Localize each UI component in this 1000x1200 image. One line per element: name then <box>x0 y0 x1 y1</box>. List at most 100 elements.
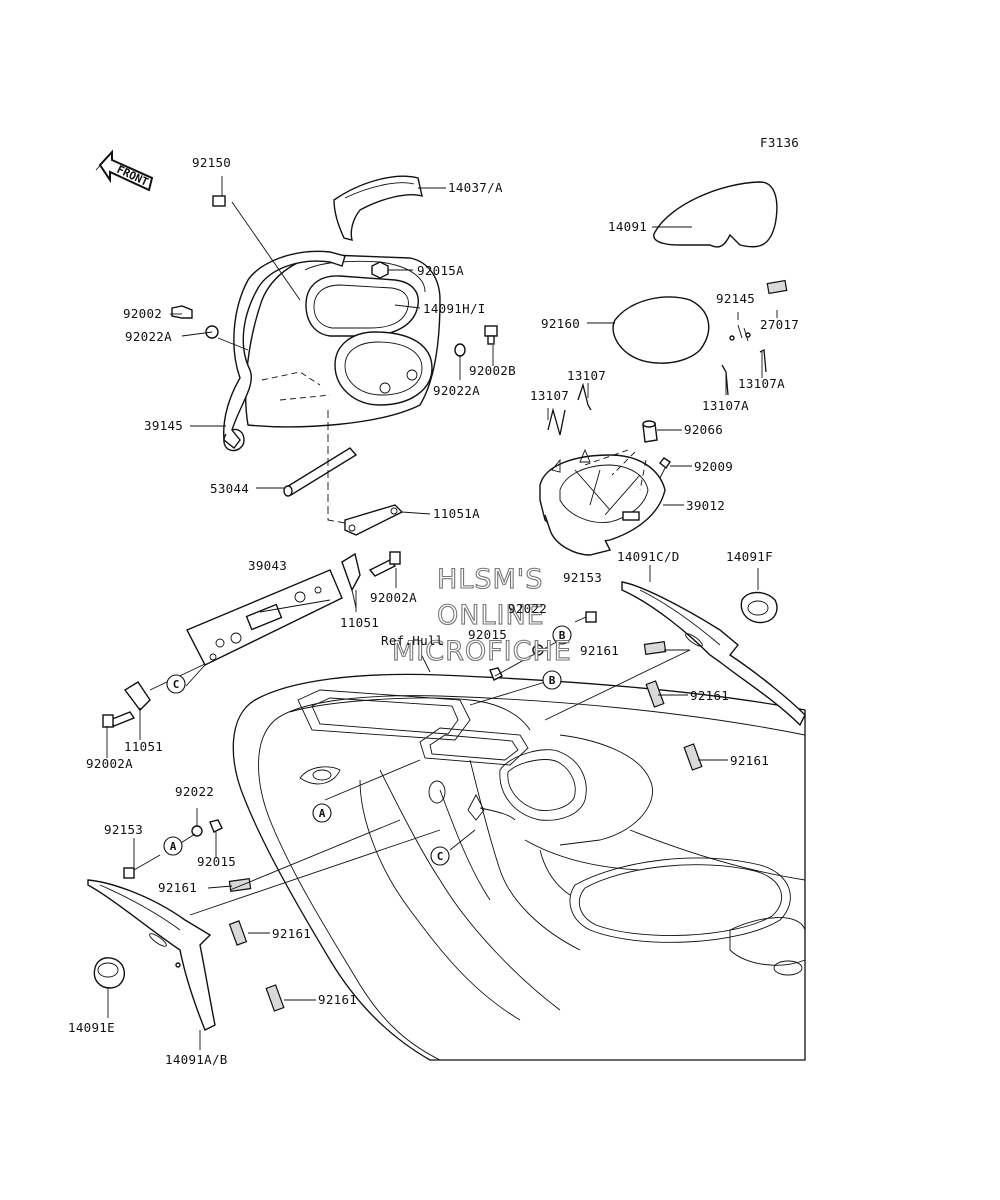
part-label: 39012 <box>686 498 725 513</box>
callout-c-hull: C <box>430 846 450 866</box>
part-label: 14091C/D <box>617 549 680 564</box>
side-panel-14091ab <box>87 879 216 1031</box>
callout-b-lower: B <box>542 670 562 690</box>
panel-39043 <box>186 569 343 666</box>
part-label: 92145 <box>716 291 755 306</box>
part-label: 13107 <box>530 388 569 403</box>
svg-text:C: C <box>173 678 180 691</box>
part-label: 92022A <box>433 383 480 398</box>
plate-11051-lower <box>123 681 151 712</box>
ref-hull-label: Ref.Hull <box>381 633 444 648</box>
part-label: 92161 <box>730 753 769 768</box>
bolt-92002b <box>484 325 498 345</box>
callout-a-lower: A <box>163 836 183 856</box>
plate-11051-upper <box>341 552 361 609</box>
part-label: 27017 <box>760 317 799 332</box>
part-label: 39043 <box>248 558 287 573</box>
svg-text:HLSM'S: HLSM'S <box>437 564 543 595</box>
cover-pad-14091 <box>653 181 778 248</box>
bolt-92150 <box>212 195 226 207</box>
svg-text:A: A <box>170 840 177 853</box>
bolt-92002 <box>171 305 193 319</box>
part-label: 11051A <box>433 506 480 521</box>
trim-39145 <box>222 250 346 452</box>
label-92161-right-2 <box>645 680 665 708</box>
screw-92009 <box>659 457 671 479</box>
clip-13107a-b <box>759 348 767 373</box>
front-label: FRONT <box>115 163 151 189</box>
part-label: 11051 <box>124 739 163 754</box>
part-label: 92066 <box>684 422 723 437</box>
label-92161-left-3 <box>265 984 285 1012</box>
part-label: 53044 <box>210 481 249 496</box>
part-label: 92015A <box>417 263 464 278</box>
clip-13107a-a <box>721 364 729 396</box>
callout-a-upper: A <box>312 803 332 823</box>
callout-b-upper: B <box>552 625 572 645</box>
washer-92022a-right <box>454 343 466 357</box>
part-label: 92002B <box>469 363 516 378</box>
pad-92160 <box>612 296 710 364</box>
grommet-14091f <box>740 591 778 624</box>
label-92161-left-1 <box>228 877 252 893</box>
part-label: 92160 <box>541 316 580 331</box>
bracket-11051a <box>344 504 404 536</box>
part-label: 92022A <box>125 329 172 344</box>
label-92161-right-3 <box>683 743 703 771</box>
svg-text:MICROFICHE: MICROFICHE <box>392 636 572 667</box>
rod-53044 <box>283 447 358 497</box>
clip-13107-a <box>547 407 566 436</box>
side-panel-14091cd <box>621 581 806 727</box>
grommet-14091e <box>93 957 126 989</box>
clip-92015a <box>371 261 389 279</box>
bolt-92153-left <box>123 854 161 879</box>
nut-92015-left <box>209 819 223 833</box>
bolt-92153-center <box>574 611 597 623</box>
part-label: 92002 <box>123 306 162 321</box>
svg-text:ONLINE: ONLINE <box>437 600 545 631</box>
rivets-92145 <box>729 324 751 342</box>
part-label: 92015 <box>197 854 236 869</box>
part-label: 92009 <box>694 459 733 474</box>
part-label: 92002A <box>86 756 133 771</box>
svg-text:A: A <box>319 807 326 820</box>
part-label: 92161 <box>318 992 357 1007</box>
part-labels: 92150 14037/A 92015A 14091H/I 92002 9202… <box>68 155 799 1067</box>
svg-text:B: B <box>559 629 566 642</box>
grommet-92066 <box>642 420 658 443</box>
part-label: 14037/A <box>448 180 503 195</box>
nut-92015-center <box>489 667 503 681</box>
front-direction-arrow: FRONT <box>95 149 154 192</box>
part-label: 14091H/I <box>423 301 486 316</box>
callout-c-left: C <box>166 674 186 694</box>
label-27017 <box>766 279 788 295</box>
part-label: 92022 <box>175 784 214 799</box>
storage-bucket-39012 <box>539 448 666 556</box>
label-92161-right-1 <box>643 640 667 656</box>
clip-13107-b <box>577 382 592 411</box>
part-label: 11051 <box>340 615 379 630</box>
part-label: 92161 <box>690 688 729 703</box>
washer-92022-center <box>532 644 544 656</box>
part-label: 92002A <box>370 590 417 605</box>
dashboard-cover <box>244 254 441 428</box>
hull-outline <box>232 673 806 1061</box>
svg-text:B: B <box>549 674 556 687</box>
label-92161-left-2 <box>228 920 248 946</box>
leader-lines <box>106 176 778 1050</box>
svg-text:C: C <box>437 850 444 863</box>
part-label: 92161 <box>580 643 619 658</box>
part-label: 13107 <box>567 368 606 383</box>
watermark: HLSM'S ONLINE MICROFICHE <box>391 563 572 667</box>
part-label: 92153 <box>104 822 143 837</box>
bolt-92002a-lower <box>102 711 136 728</box>
part-label: 39145 <box>144 418 183 433</box>
cover-14037 <box>333 175 423 241</box>
part-label: 13107A <box>738 376 785 391</box>
figure-code: F3136 <box>760 135 799 150</box>
part-label: 92153 <box>563 570 602 585</box>
part-label: 92161 <box>272 926 311 941</box>
part-label: 92150 <box>192 155 231 170</box>
part-label: 14091F <box>726 549 773 564</box>
